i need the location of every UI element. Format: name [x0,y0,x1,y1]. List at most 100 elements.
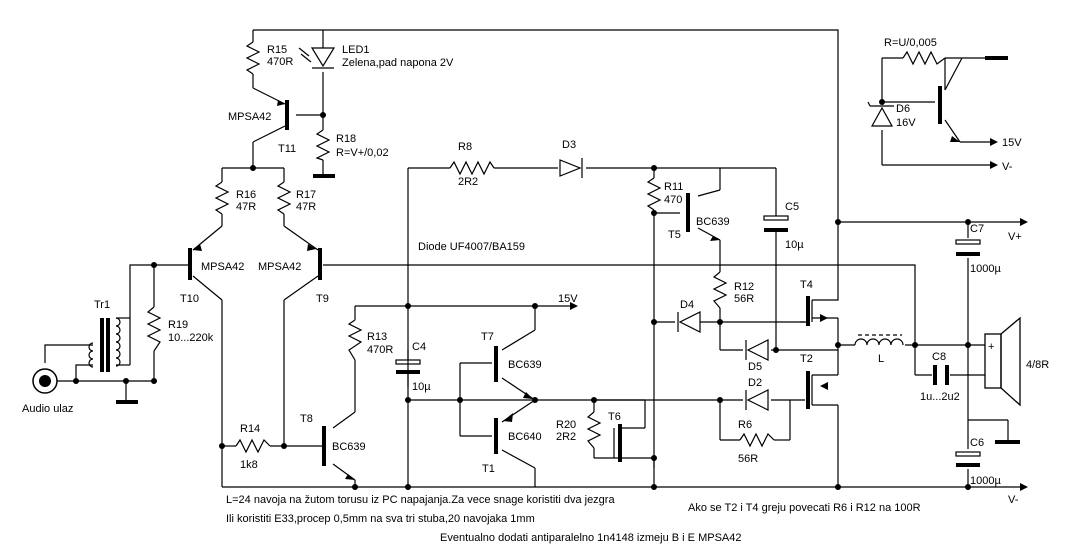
t9-type: MPSA42 [258,261,301,273]
c6-val: 1000µ [970,475,1001,487]
c4-val: 10µ [412,381,431,393]
r15-val: 470R [267,56,293,68]
r20-name: R20 [556,419,576,431]
c8-val: 1u...2u2 [920,391,960,403]
t8-name: T8 [300,413,313,425]
r14-name: R14 [240,423,260,435]
c7-val: 1000µ [970,263,1001,275]
t6-name: T6 [608,411,621,423]
zener-d6 [867,101,894,127]
resistor-r8 [449,160,495,176]
r17-val: 47R [296,201,316,213]
c8-name: C8 [932,351,946,363]
resistor-r11 [646,177,662,211]
arrows [570,138,1028,491]
svg-text:+: + [988,341,994,353]
c5-val: 10µ [785,239,804,251]
r18-name: R18 [336,133,356,145]
r6-name: R6 [738,419,752,431]
t2-name: T2 [800,353,813,365]
resistor-r15 [245,41,261,75]
led1-name: LED1 [342,44,370,56]
note-right: Ako se T2 i T4 greju povecati R6 i R12 n… [688,502,921,514]
capacitor-c5 [763,208,789,238]
d5-name: D5 [748,361,762,373]
resistor-r19 [146,306,162,352]
capacitor-c4 [395,359,421,374]
resistors [146,41,946,454]
r14-val: 1k8 [240,459,258,471]
t10-type: MPSA42 [201,261,244,273]
transformer-tr1 [88,317,121,372]
spk-val: 4/8R [1026,359,1049,371]
vminus-label: V- [1008,494,1019,506]
resistor-r18 [315,129,331,161]
c7-name: C7 [970,223,984,235]
r19-val: 10...220k [168,332,214,344]
diodes [298,47,894,411]
diode-d3 [559,158,583,178]
r16-val: 47R [236,201,256,213]
v15-top: 15V [1002,137,1022,149]
resistor-r17 [276,181,292,215]
ground-symbols [116,56,1020,444]
resistor-r14 [235,438,271,454]
led1-desc: Zelena,pad napona 2V [342,57,454,69]
r15-name: R15 [267,44,287,56]
t7-type: BC639 [508,359,542,371]
note-line-3: Eventualno dodati antiparalelno 1n4148 i… [440,532,741,544]
vplus-label: V+ [1008,231,1022,243]
resistor-r16 [214,181,230,215]
t9-name: T9 [316,293,329,305]
junctions [73,99,971,490]
capacitor-c6 [955,451,981,467]
vminus-top: V- [1002,161,1013,173]
inductor-l [854,334,904,346]
diode-note: Diode UF4007/BA159 [418,241,525,253]
diode-d5 [745,339,769,361]
t7-name: T7 [481,331,494,343]
r12-name: R12 [734,281,754,293]
resistor-r6 [739,432,775,448]
d4-name: D4 [680,299,694,311]
rv-formula: R=U/0,005 [884,37,937,49]
l-name: L [878,353,884,365]
c4-name: C4 [412,341,426,353]
r8-val: 2R2 [458,176,478,188]
tr1-name: Tr1 [94,299,110,311]
notes: L=24 navoja na žutom torusu iz PC napaja… [226,494,921,544]
t11-type: MPSA42 [228,111,271,123]
speaker: + [984,316,1021,407]
t10-name: T10 [180,293,199,305]
audio-input-jack [32,368,76,394]
resistor-r13 [347,319,363,361]
diode-d2 [745,389,769,411]
r18-val: R=V+/0,02 [336,147,389,159]
d2-name: D2 [748,377,762,389]
capacitor-c8 [933,365,949,385]
note-line-1: L=24 navoja na žutom torusu iz PC napaja… [226,494,615,506]
r13-val: 470R [367,344,393,356]
d6-name: D6 [896,103,910,115]
t5-name: T5 [668,229,681,241]
t5-type: BC639 [696,216,730,228]
diode-d4 [677,311,701,333]
wires [44,29,1020,488]
transistors [188,86,960,480]
d6-val: 16V [896,117,916,129]
led1-diode [298,47,336,69]
t8-type: BC639 [332,441,366,453]
c5-name: C5 [785,201,799,213]
resistor-rtop [902,50,946,66]
capacitors [395,208,981,467]
r12-val: 56R [734,293,754,305]
r11-name: R11 [664,181,683,193]
r11-val: 470 [664,194,682,206]
audio-in-label: Audio ulaz [22,403,73,415]
r13-name: R13 [367,331,387,343]
resistor-r20 [586,411,602,449]
r6-val: 56R [738,453,758,465]
r17-name: R17 [296,189,316,201]
r16-name: R16 [236,189,256,201]
